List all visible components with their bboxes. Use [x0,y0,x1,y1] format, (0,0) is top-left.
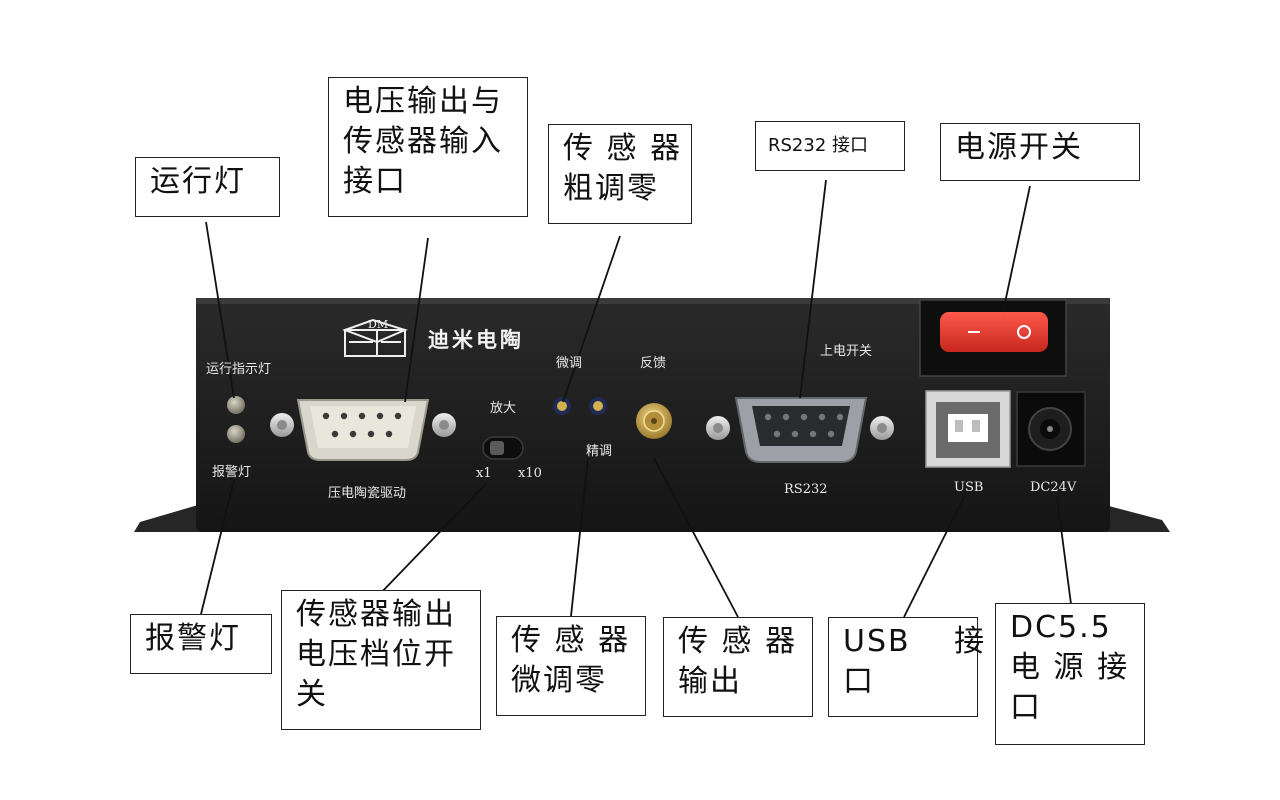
callout-dc-power: DC5.5 电 源 接 口 [995,603,1145,745]
power-switch-rocker [940,312,1048,352]
run-led [227,396,245,414]
callout-power-switch: 电源开关 [940,123,1140,181]
panel-run-indicator: 运行指示灯 [206,362,272,377]
panel-x10-label: x10 [518,466,542,481]
callout-voltage-io: 电压输出与 传感器输入 接口 [328,77,528,217]
fine-pot [589,397,607,415]
db9-rs232-port [734,397,868,463]
screw-2 [432,413,456,437]
range-toggle [482,436,524,460]
callout-coarse-zero: 传 感 器 粗调零 [548,124,692,224]
panel-feedback-label: 反馈 [640,356,667,371]
callout-sensor-output: 传 感 器 输出 [663,617,813,717]
panel-amplify-label: 放大 [490,401,517,416]
panel-fine-top-label: 微调 [556,356,583,371]
sma-output [636,403,672,439]
callout-rs232: RS232 接口 [755,121,905,171]
pointer-sensor-output [653,457,739,618]
panel-alarm-label: 报警灯 [212,465,252,480]
pointer-range-switch [375,483,487,599]
brand-logo [342,318,408,357]
dc-jack [1016,391,1086,467]
panel-dc-label: DC24V [1030,480,1077,495]
panel-power-on-label: 上电开关 [820,344,873,359]
pointer-run-light [205,221,235,399]
screw-4 [870,416,894,440]
panel-fine-bottom-label: 精调 [586,444,613,459]
coarse-pot [553,397,571,415]
pointer-power-switch [1002,185,1031,313]
screw-1 [270,413,294,437]
panel-usb-label: USB [954,480,984,495]
pointer-rs232 [799,179,827,399]
panel-x1-label: x1 [476,466,492,481]
callout-run-light: 运行灯 [135,157,280,217]
alarm-led [227,425,245,443]
screw-3 [706,416,730,440]
panel-brand: 迪米电陶 [428,328,524,352]
left-flange [134,505,202,532]
callout-range-switch: 传感器输出 电压档位开 关 [281,590,481,730]
callout-usb: USB 接 口 [828,617,984,717]
pointer-usb [903,492,967,618]
pointer-alarm-light [200,471,237,615]
pointer-dc [1056,496,1072,605]
right-flange [1105,505,1170,532]
pointer-coarse-zero [562,235,621,403]
panel-driver-label: 压电陶瓷驱动 [328,486,407,501]
callout-alarm-light: 报警灯 [130,614,272,674]
panel-rs232-label: RS232 [784,482,828,497]
pointer-voltage-io [404,237,429,403]
pointer-lines [200,179,1072,618]
pointer-fine-zero [570,457,589,617]
callout-fine-zero: 传 感 器 微调零 [496,616,646,716]
usb-b-port [925,390,1011,468]
logo-letters: DM [368,318,389,331]
db9-driver-port [296,399,430,461]
